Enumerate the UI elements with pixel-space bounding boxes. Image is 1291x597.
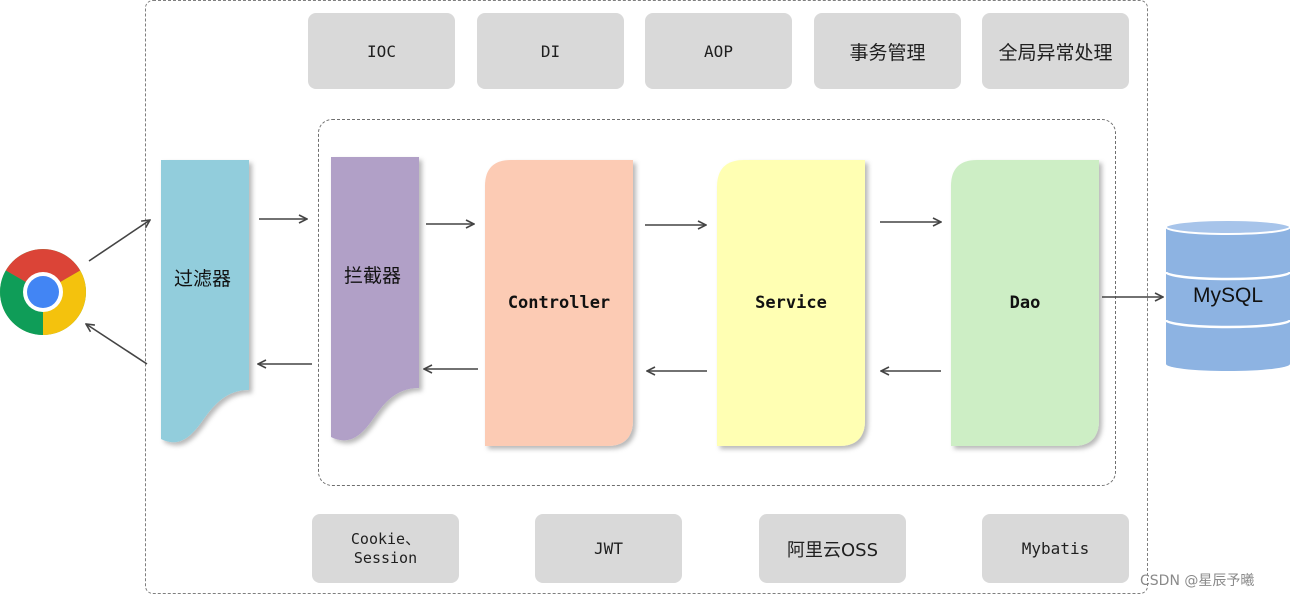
tech-label-jwt: JWT bbox=[594, 539, 623, 558]
dao-label: Dao bbox=[1009, 293, 1041, 313]
interceptor-shape bbox=[331, 157, 419, 441]
tech-label-cookie-session: Cookie、 Session bbox=[350, 529, 421, 567]
tech-box-cookie-session: Cookie、 Session bbox=[312, 514, 459, 583]
tech-box-aop: AOP bbox=[645, 13, 792, 89]
service-label: Service bbox=[755, 293, 827, 313]
tech-label-aop: AOP bbox=[704, 41, 733, 61]
mysql-label: MySQL bbox=[1192, 284, 1263, 307]
tech-box-mybatis: Mybatis bbox=[982, 514, 1129, 583]
filter-label: 过滤器 bbox=[174, 268, 232, 290]
inner-request-chain-boundary bbox=[318, 119, 1116, 486]
filter-shape bbox=[161, 160, 249, 443]
service-shape bbox=[717, 160, 865, 446]
interceptor-label: 拦截器 bbox=[344, 265, 402, 287]
chrome-browser-icon bbox=[0, 249, 86, 335]
tech-label-aliyun-oss: 阿里云OSS bbox=[786, 539, 879, 561]
tech-box-transaction: 事务管理 bbox=[814, 13, 961, 89]
tech-box-jwt: JWT bbox=[535, 514, 682, 583]
controller-label: Controller bbox=[507, 293, 611, 313]
tech-box-aliyun-oss: 阿里云OSS bbox=[759, 514, 906, 583]
database-cylinder-icon bbox=[1164, 219, 1291, 371]
tech-label-di: DI bbox=[540, 41, 561, 61]
tech-label-transaction: 事务管理 bbox=[849, 41, 926, 64]
tech-label-exception-handling: 全局异常处理 bbox=[998, 41, 1113, 64]
arrow-browser-to-filter bbox=[88, 220, 150, 262]
csdn-watermark: CSDN @星辰予曦 bbox=[1140, 573, 1255, 589]
tech-box-exception-handling: 全局异常处理 bbox=[982, 13, 1129, 89]
tech-box-ioc: IOC bbox=[308, 13, 455, 89]
controller-shape bbox=[485, 160, 633, 446]
arrow-filter-to-browser bbox=[86, 324, 148, 365]
dao-shape bbox=[951, 160, 1099, 446]
tech-label-mybatis: Mybatis bbox=[1021, 539, 1090, 558]
tech-box-di: DI bbox=[477, 13, 624, 89]
tech-label-ioc: IOC bbox=[367, 41, 396, 61]
